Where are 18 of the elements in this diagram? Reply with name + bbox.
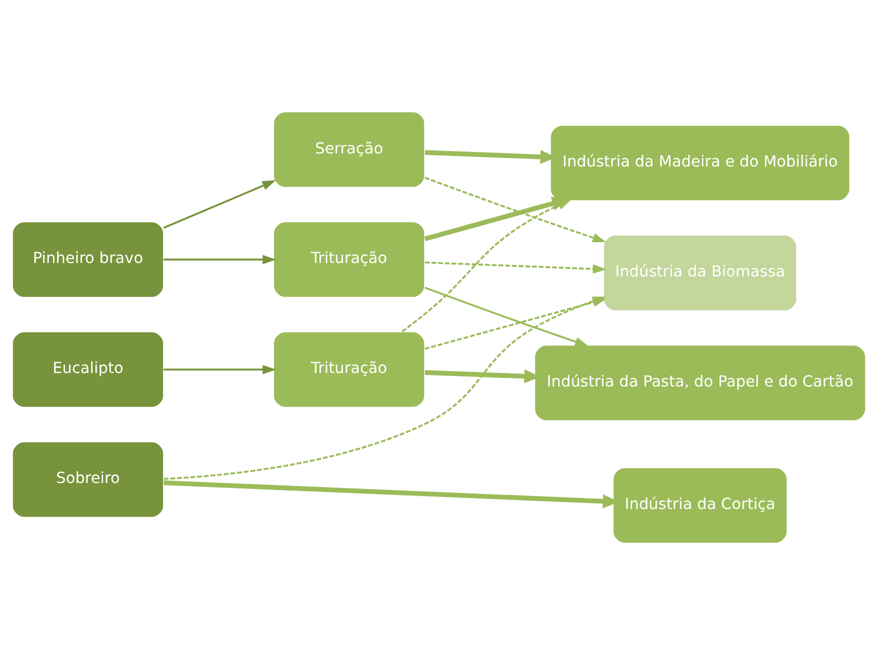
arrow <box>424 176 606 242</box>
node-box: Indústria da Pasta, do Papel e do Cartão <box>534 344 866 421</box>
arrow <box>424 286 588 346</box>
node-box: Pinheiro bravo <box>12 220 164 298</box>
arrow <box>164 254 276 264</box>
node-box: Indústria da Cortiça <box>612 466 788 544</box>
node-box: Serração <box>273 110 426 188</box>
node-box: Indústria da Biomassa <box>603 234 798 311</box>
arrow <box>424 196 568 241</box>
arrow <box>163 180 276 228</box>
arrow <box>164 364 276 374</box>
node-box: Eucalipto <box>12 330 164 408</box>
node-box: Trituração <box>273 220 426 298</box>
arrow <box>402 199 572 332</box>
arrow <box>424 261 606 274</box>
node-box: Sobreiro <box>12 440 164 518</box>
node-box: Trituração <box>273 330 426 408</box>
node-box: Indústria da Madeira e do Mobiliário <box>550 124 850 201</box>
